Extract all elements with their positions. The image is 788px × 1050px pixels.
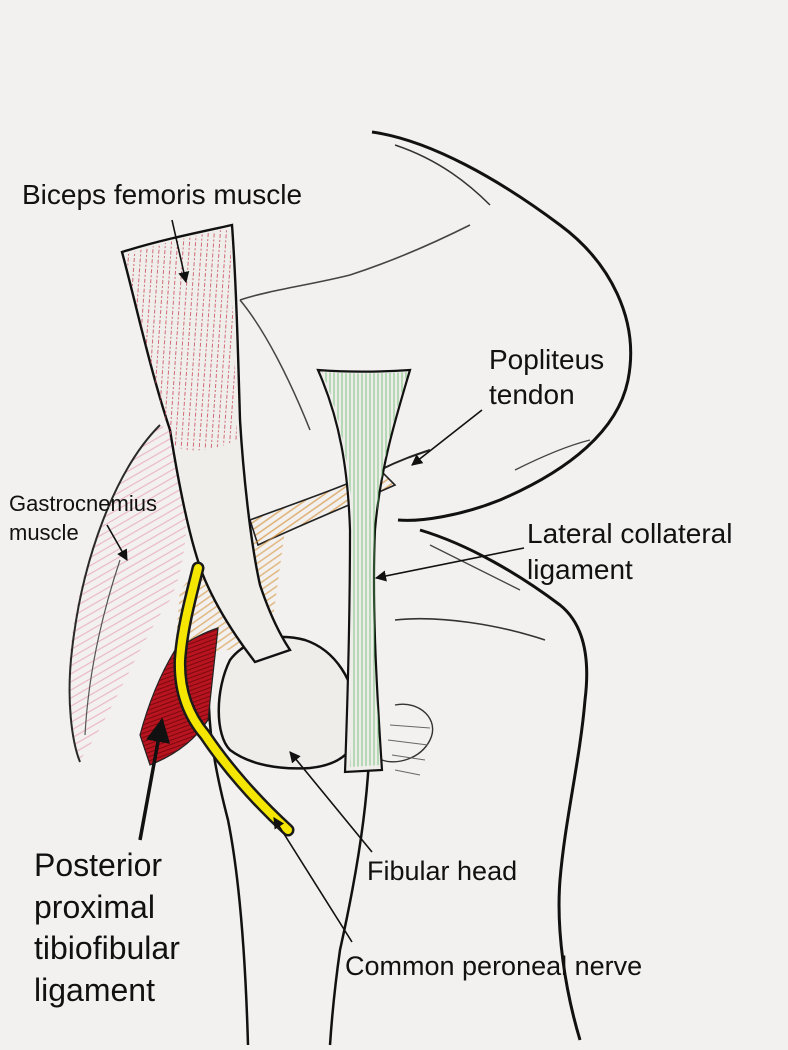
gastrocnemius-outline xyxy=(68,424,161,763)
arrow-lateral-collateral xyxy=(374,547,525,582)
label-fibular-head: Fibular head xyxy=(367,856,518,886)
tibia-outline xyxy=(419,528,589,1041)
arrow-posterior-ligament xyxy=(138,717,171,841)
label-gastrocnemius: Gastrocnemius muscle xyxy=(9,491,157,545)
condyle-inner-line xyxy=(394,144,491,206)
lcl-shading xyxy=(322,372,408,767)
condyle-top-line xyxy=(239,224,471,301)
femur-shaft-outline xyxy=(239,299,311,431)
label-biceps-femoris: Biceps femoris muscle xyxy=(22,179,303,210)
arrow-popliteus xyxy=(411,409,483,466)
tibia-hatch xyxy=(387,724,431,776)
gastrocnemius-inner-line xyxy=(84,559,121,736)
common-peroneal-nerve-fill xyxy=(175,564,292,834)
arrow-biceps xyxy=(171,219,190,284)
femoral-condyle-outline xyxy=(371,130,633,522)
tibia-small-detail xyxy=(381,703,434,763)
fibular-head-shape xyxy=(217,635,360,770)
arrow-gastrocnemius xyxy=(106,524,128,561)
condyle-mid-line xyxy=(514,439,591,471)
gastrocnemius-muscle xyxy=(68,425,187,760)
tibia-plateau-line-2 xyxy=(429,544,521,591)
label-common-peroneal-nerve: Common peroneal nerve xyxy=(345,951,643,981)
fibula-outline xyxy=(207,664,250,1046)
label-posterior-proximal-tibiofibular-ligament: Posterior proximal tibiofibular ligament xyxy=(34,847,180,1008)
label-popliteus-tendon: Popliteus tendon xyxy=(489,344,605,410)
arrow-fibular-head xyxy=(289,751,373,853)
label-lateral-collateral-ligament: Lateral collateral ligament xyxy=(527,518,733,586)
tibia-plateau-line xyxy=(394,617,546,641)
biceps-shading xyxy=(125,228,237,451)
arrow-common-peroneal xyxy=(273,817,353,943)
